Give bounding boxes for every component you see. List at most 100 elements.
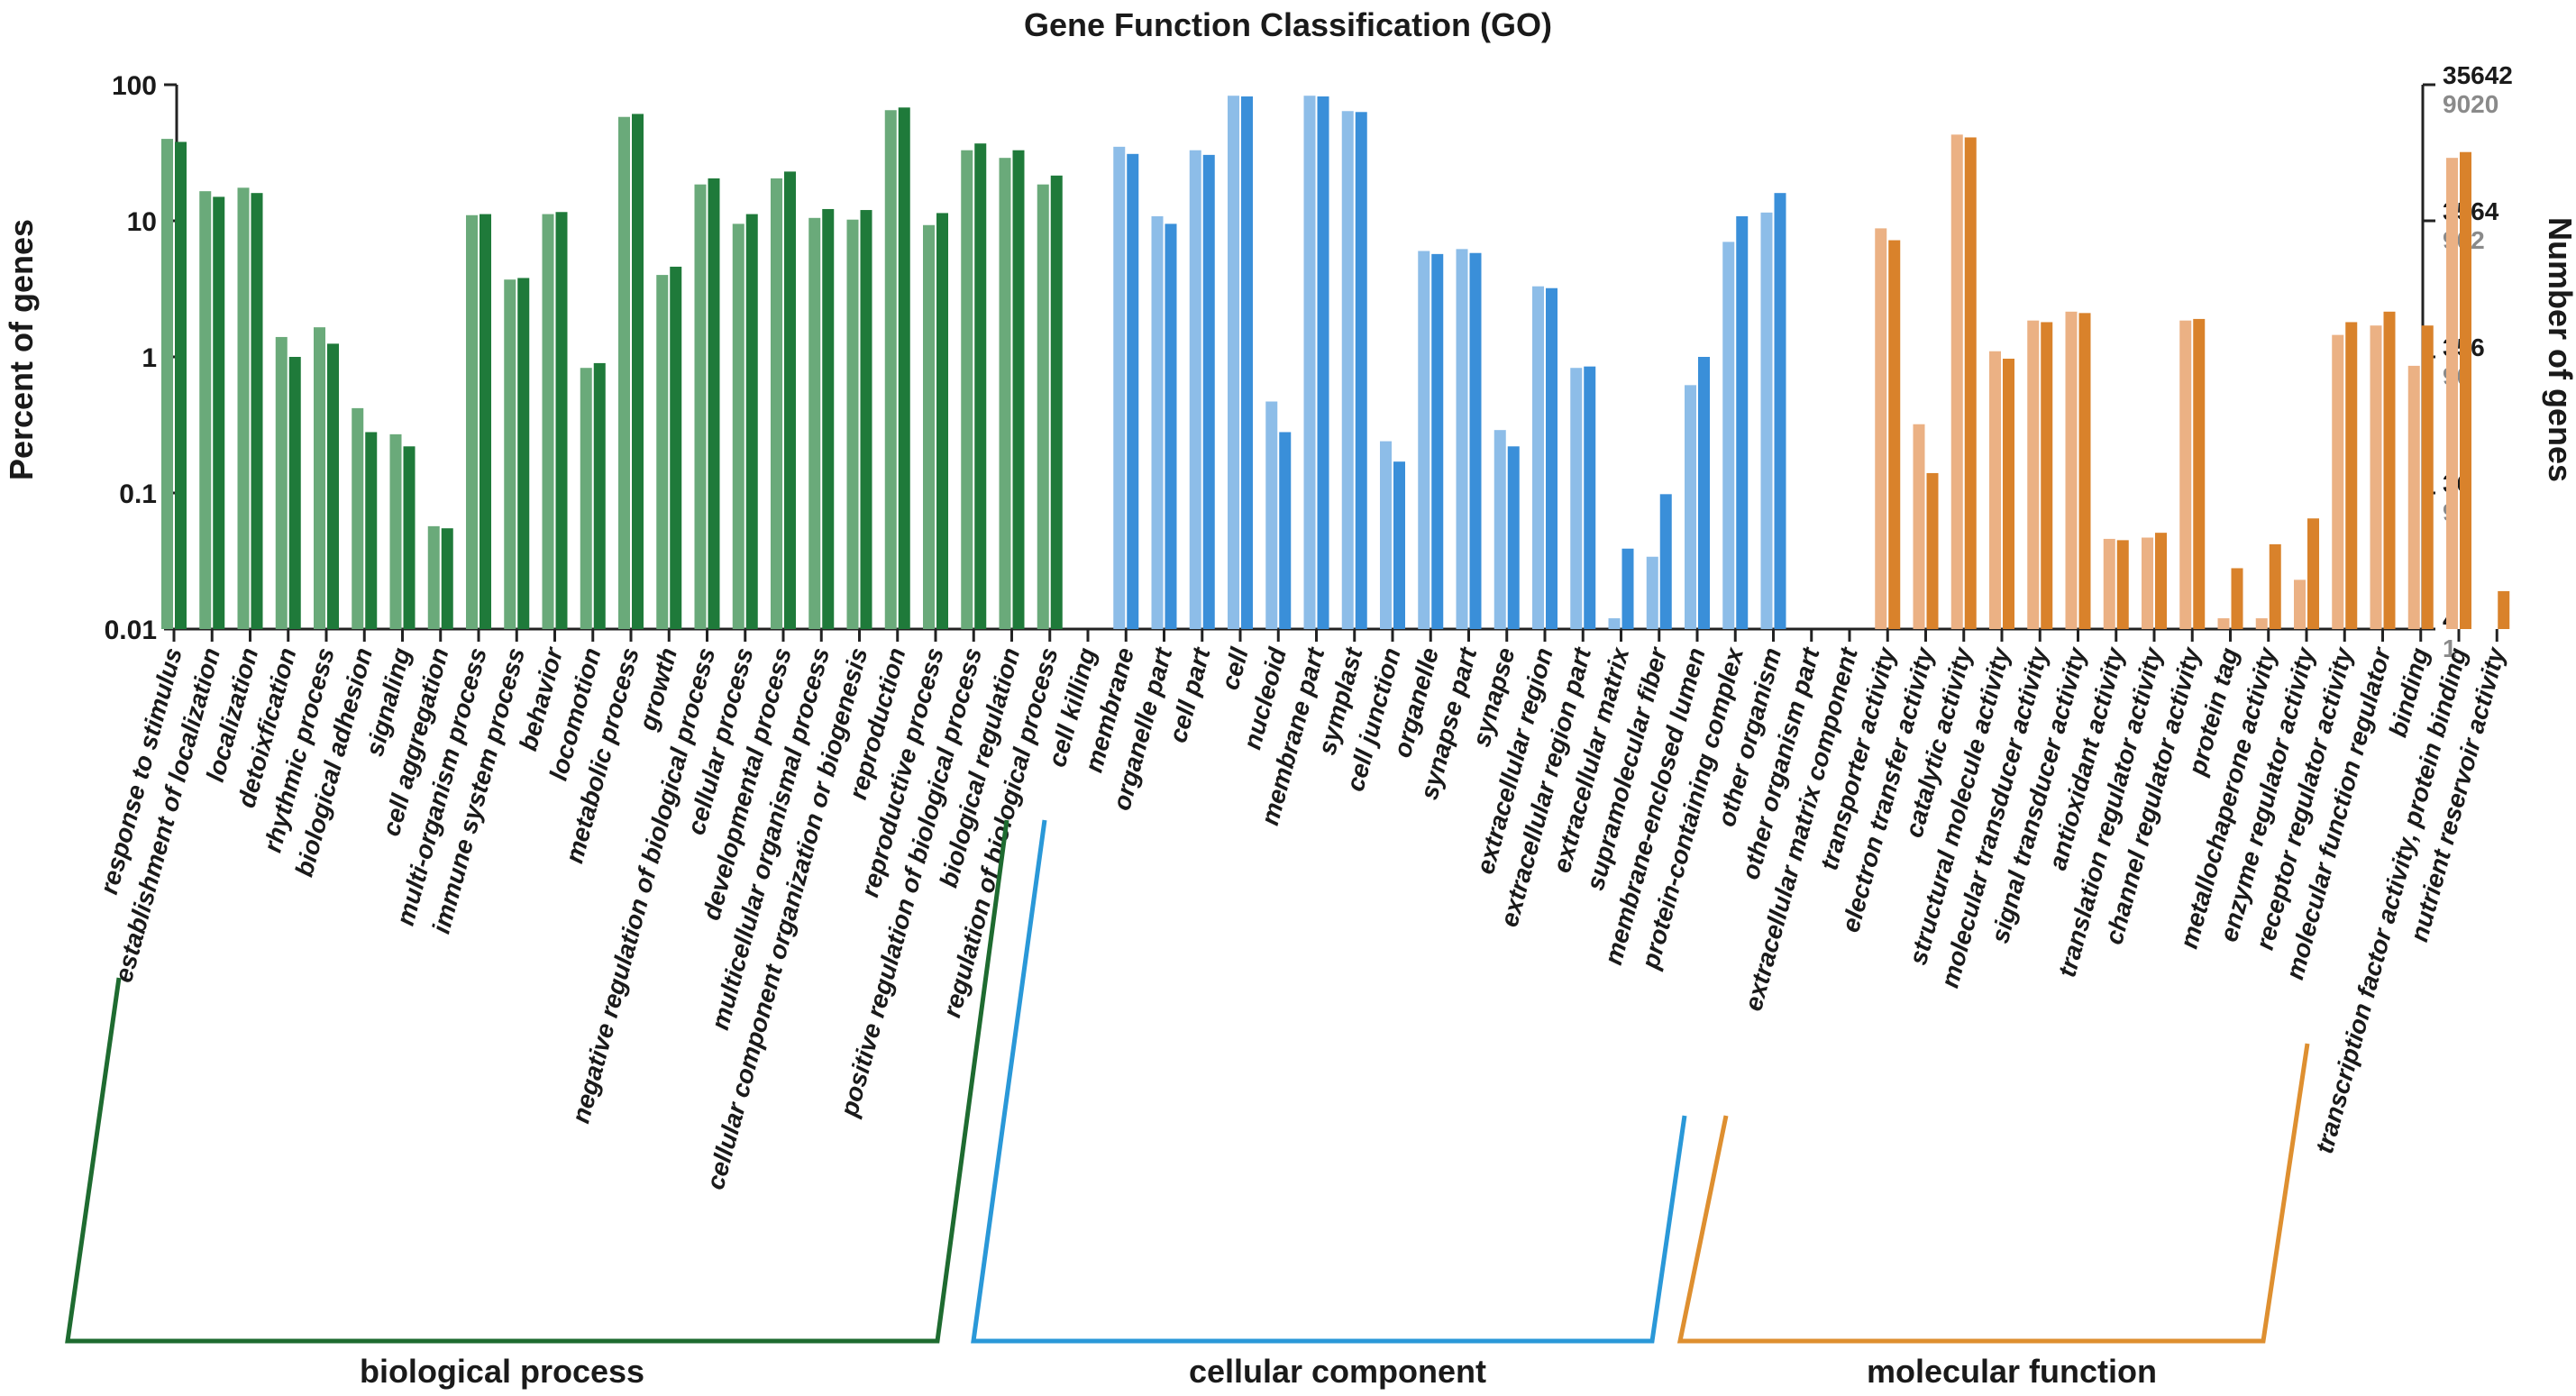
bar-organelle-light bbox=[1418, 251, 1430, 629]
bar-behavior-light bbox=[542, 214, 554, 629]
bar-response-to-stimulus-dark bbox=[175, 141, 187, 629]
bar-negative-regulation-of-biological-process-light bbox=[694, 184, 707, 629]
y-tick-label-right-total: 35642 bbox=[2443, 61, 2513, 89]
bar-extracellular-matrix-light bbox=[1608, 618, 1621, 629]
bars bbox=[161, 96, 2510, 630]
bar-molecular-transducer-activity-light bbox=[2027, 320, 2040, 629]
bar-binding-light bbox=[2407, 365, 2420, 629]
bar-channel-regulator-activity-dark bbox=[2193, 318, 2206, 629]
bar-reproduction-light bbox=[884, 110, 897, 630]
y-tick-label-left: 10 bbox=[127, 207, 157, 237]
bar-catalytic-activity-light bbox=[1950, 134, 1963, 630]
bar-molecular-function-regulator-dark bbox=[2383, 311, 2396, 629]
bar-behavior-dark bbox=[555, 212, 568, 629]
bar-response-to-stimulus-light bbox=[161, 139, 173, 630]
bar-binding-dark bbox=[2421, 325, 2434, 629]
bar-localization-light bbox=[237, 187, 250, 629]
y-tick-label-left: 0.01 bbox=[105, 616, 157, 645]
bar-developmental-process-light bbox=[771, 178, 782, 629]
bar-detoixfication-dark bbox=[288, 357, 301, 629]
bar-extracellular-region-part-dark bbox=[1584, 366, 1596, 629]
bar-synapse-part-dark bbox=[1469, 252, 1482, 629]
bar-cell-aggregation-dark bbox=[441, 528, 453, 629]
bar-other-organism-light bbox=[1760, 212, 1773, 629]
bar-reproductive-process-light bbox=[923, 224, 935, 629]
bar-electron-transfer-activity-dark bbox=[1926, 472, 1939, 629]
bar-signaling-light bbox=[389, 433, 402, 629]
bar-cell-part-dark bbox=[1202, 154, 1215, 629]
y-tick-label-left: 0.1 bbox=[119, 479, 157, 509]
bar-receptor-regulator-activity-dark bbox=[2345, 322, 2358, 629]
bar-extracellular-region-dark bbox=[1546, 287, 1557, 629]
bar-organelle-part-light bbox=[1151, 215, 1164, 630]
bar-multi-organism-process-light bbox=[466, 214, 478, 630]
bar-signal-transducer-activity-light bbox=[2065, 311, 2078, 629]
bar-transporter-activity-light bbox=[1875, 228, 1887, 629]
bar-regulation-of-biological-process-dark bbox=[1050, 175, 1063, 629]
bar-cellular-component-organization-or-biogenesis-dark bbox=[860, 210, 872, 629]
bar-synapse-part-light bbox=[1456, 249, 1468, 629]
bar-extracellular-region-part-light bbox=[1570, 368, 1583, 629]
bar-cell-junction-dark bbox=[1393, 461, 1405, 629]
bar-multicellular-organismal-process-light bbox=[808, 217, 821, 629]
bar-organelle-part-dark bbox=[1165, 224, 1177, 629]
bar-growth-dark bbox=[670, 266, 682, 629]
bar-translation-regulator-activity-light bbox=[2142, 537, 2153, 629]
bar-signal-transducer-activity-dark bbox=[2078, 313, 2091, 629]
y-tick-label-right-annotated: 1 bbox=[2443, 634, 2457, 662]
bar-cell-part-light bbox=[1189, 150, 1201, 629]
bar-reproduction-dark bbox=[898, 107, 910, 630]
bar-establishment-of-localization-dark bbox=[213, 196, 225, 629]
bar-cell-aggregation-light bbox=[427, 525, 440, 629]
bar-structural-molecule-activity-dark bbox=[2003, 358, 2014, 629]
y-axis-right-label: Number of genes bbox=[2542, 217, 2576, 482]
bar-protein-tag-light bbox=[2217, 618, 2230, 629]
bar-rhythmic-process-dark bbox=[327, 343, 339, 629]
bar-membrane-enclosed-lumen-dark bbox=[1698, 357, 1710, 629]
bar-biological-regulation-light bbox=[999, 158, 1011, 629]
bar-biological-adhesion-light bbox=[352, 407, 364, 629]
bar-supramolecular-fiber-dark bbox=[1659, 494, 1672, 629]
bar-metallochaperone-activity-dark bbox=[2269, 543, 2281, 629]
bar-synapse-dark bbox=[1507, 446, 1520, 629]
bar-cellular-process-light bbox=[732, 224, 744, 629]
bar-antioxidant-activity-light bbox=[2103, 538, 2115, 629]
bar-enzyme-regulator-activity-light bbox=[2294, 579, 2306, 629]
group-label-biological-process: biological process bbox=[360, 1353, 644, 1390]
group-label-molecular-function: molecular function bbox=[1867, 1353, 2157, 1390]
bar-positive-regulation-of-biological-process-dark bbox=[974, 143, 987, 629]
bar-negative-regulation-of-biological-process-dark bbox=[708, 178, 720, 629]
bar-antioxidant-activity-dark bbox=[2116, 540, 2129, 629]
group-brackets: biological process cellular component mole… bbox=[65, 819, 2310, 1390]
bracket-cellular-component bbox=[971, 819, 1687, 1344]
bar-cell-light bbox=[1228, 96, 1239, 629]
bar-growth-light bbox=[656, 275, 669, 629]
bar-enzyme-regulator-activity-dark bbox=[2307, 518, 2319, 629]
bar-regulation-of-biological-process-light bbox=[1037, 184, 1049, 629]
bar-biological-adhesion-dark bbox=[365, 432, 378, 629]
bar-nucleoid-dark bbox=[1279, 432, 1292, 629]
bar-locomotion-light bbox=[580, 368, 592, 629]
bar-nucleoid-light bbox=[1265, 401, 1278, 629]
bar-immune-system-process-light bbox=[504, 279, 516, 629]
bar-transporter-activity-dark bbox=[1888, 240, 1901, 629]
bracket-biological-process bbox=[65, 819, 1009, 1344]
y-tick-label-left: 100 bbox=[112, 71, 157, 101]
bar-metabolic-process-dark bbox=[632, 114, 644, 630]
bar-cell-dark bbox=[1241, 96, 1253, 630]
bar-protein-containing-complex-dark bbox=[1736, 215, 1749, 630]
group-label-cellular-component: cellular component bbox=[1189, 1353, 1486, 1390]
bar-synapse-light bbox=[1494, 430, 1506, 629]
bar-membrane-part-dark bbox=[1317, 96, 1329, 630]
bracket-molecular-function bbox=[1676, 1043, 2310, 1344]
bar-translation-regulator-activity-dark bbox=[2155, 533, 2167, 629]
bar-signaling-dark bbox=[403, 446, 416, 629]
bar-protein-containing-complex-light bbox=[1722, 242, 1735, 629]
bar-multicellular-organismal-process-dark bbox=[822, 208, 835, 630]
bar-multi-organism-process-dark bbox=[480, 214, 491, 629]
bar-developmental-process-dark bbox=[784, 171, 796, 629]
bar-establishment-of-localization-light bbox=[199, 191, 212, 630]
bar-molecular-function-regulator-light bbox=[2370, 325, 2382, 629]
